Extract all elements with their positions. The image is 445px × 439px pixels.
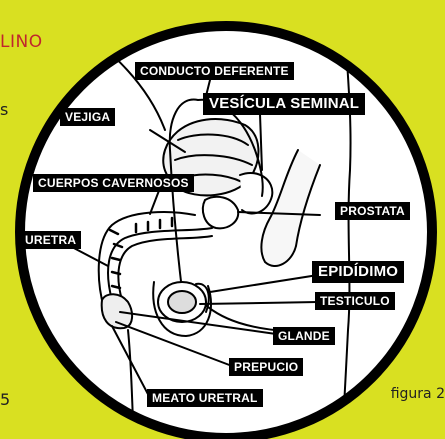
label-vesicula-seminal: VESÍCULA SEMINAL [203, 93, 365, 115]
label-prepucio: PREPUCIO [229, 358, 303, 376]
label-conducto-deferente: CONDUCTO DEFERENTE [135, 62, 294, 80]
label-prostata: PROSTATA [335, 202, 410, 220]
label-vejiga: VEJIGA [60, 108, 115, 126]
label-glande: GLANDE [273, 327, 335, 345]
diagram-circle [20, 26, 432, 438]
label-epididimo: EPIDÍDIMO [312, 261, 404, 283]
label-testiculo: TESTICULO [315, 292, 395, 310]
label-meato-uretral: MEATO URETRAL [147, 389, 263, 407]
label-cuerpos-cavernosos: CUERPOS CAVERNOSOS [33, 174, 194, 192]
label-uretra: URETRA [20, 231, 81, 249]
